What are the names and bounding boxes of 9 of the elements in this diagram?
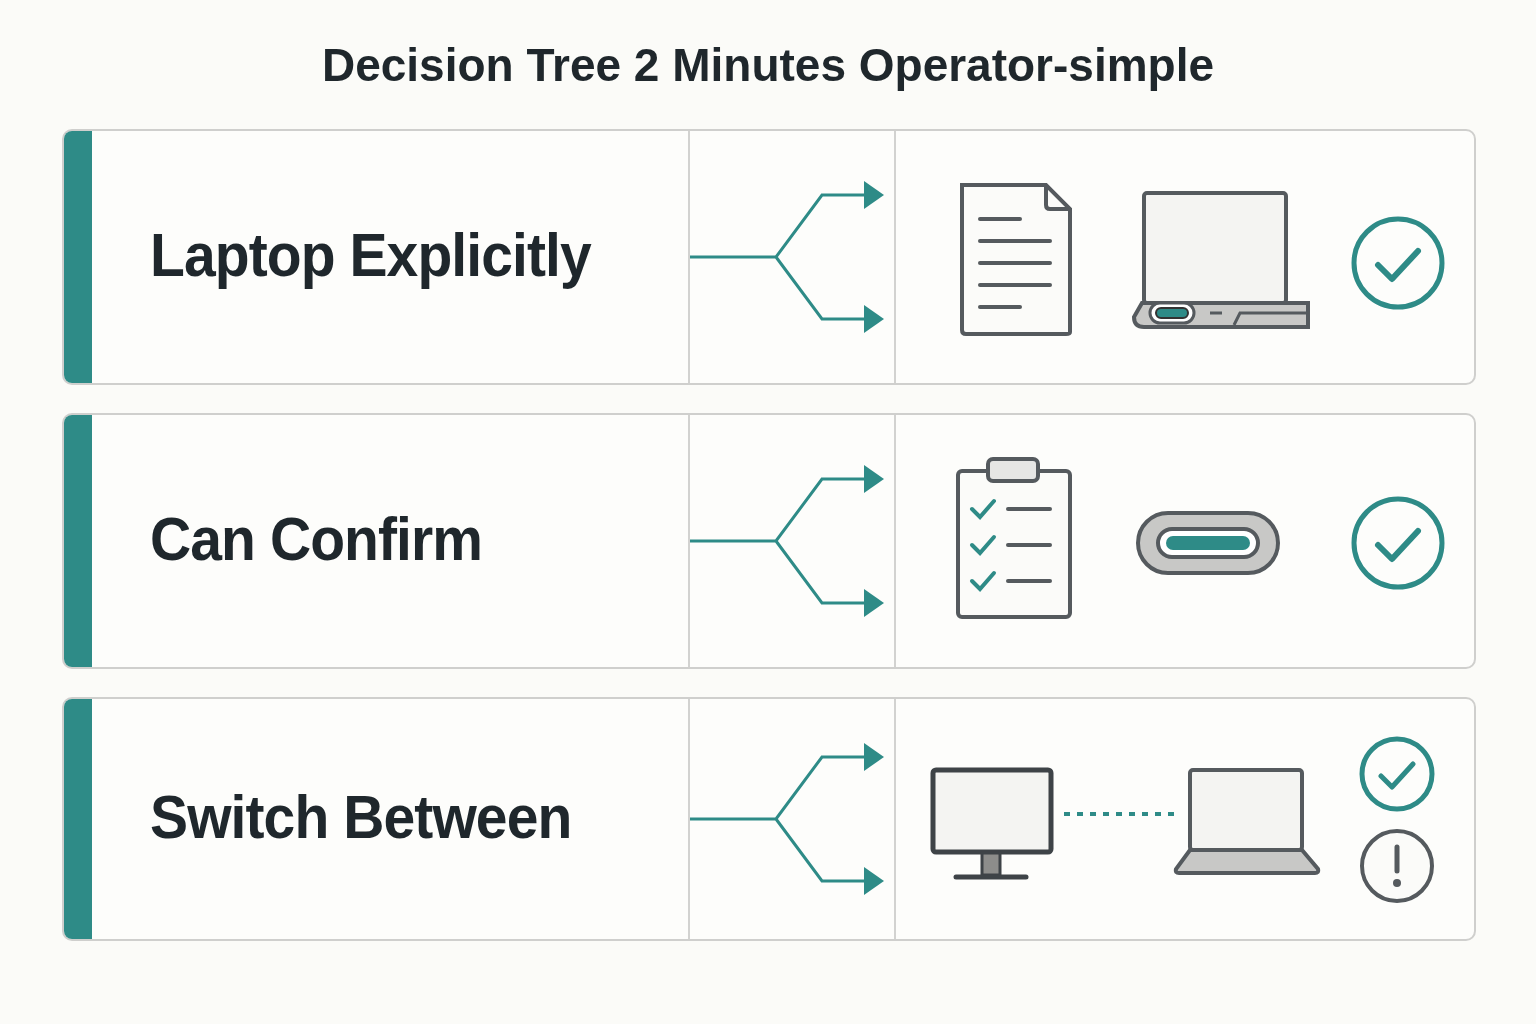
row-card — [62, 129, 1476, 385]
row-card — [62, 697, 1476, 941]
row-heading: Switch Between — [150, 781, 572, 852]
row-heading: Can Confirm — [150, 503, 483, 574]
diagram-title: Decision Tree 2 Minutes Operator-simple — [320, 38, 1216, 92]
row-card — [62, 413, 1476, 669]
laptop-icon — [1172, 767, 1322, 877]
monitor-icon — [930, 767, 1054, 881]
row-heading: Laptop Explicitly — [150, 219, 591, 290]
